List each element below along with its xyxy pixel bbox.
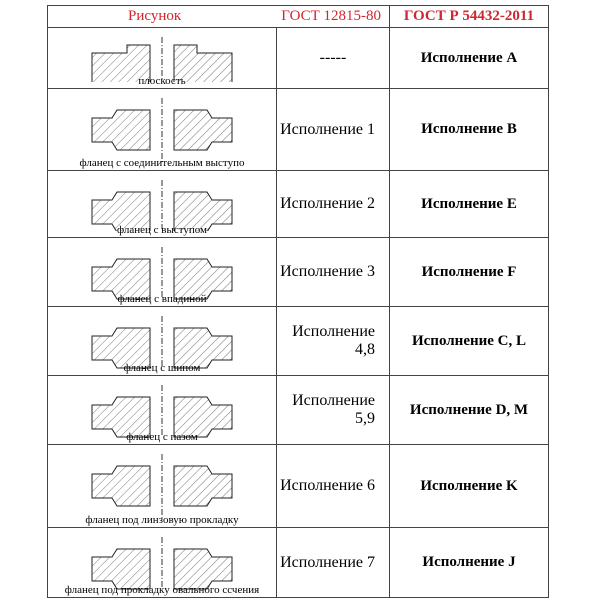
gost-new-value: Исполнение J [389, 527, 549, 598]
figure-cell: фланец с выступом [47, 170, 277, 238]
figure-cell: фланец с шипом [47, 306, 277, 376]
table-row: фланец под прокладку овального ссчения И… [47, 527, 549, 598]
gost-new-value: Исполнение B [389, 88, 549, 171]
figure-cell: фланец под линзовую прокладку [47, 444, 277, 528]
gost-old-value: ----- [276, 27, 390, 89]
flange-drawing [91, 536, 233, 589]
flange-drawing [91, 179, 233, 231]
header-figure: Рисунок [128, 8, 182, 24]
flange-drawing [91, 36, 233, 82]
gost-new-value: Исполнение A [389, 27, 549, 89]
figure-cell: фланец с соединительным выступо [47, 88, 277, 171]
table-row: фланец с пазом Исполнение 5,9 Исполнение… [47, 375, 549, 445]
gost-old-value: Исполнение 5,9 [276, 375, 390, 445]
figure-caption: фланец с выступом [116, 224, 208, 236]
figure-caption: фланец под прокладку овального ссчения [64, 584, 260, 596]
figure-cell: фланец под прокладку овального ссчения [47, 527, 277, 598]
figure-cell: фланец с пазом [47, 375, 277, 445]
header-gost-new: ГОСТ Р 54432-2011 [389, 5, 549, 28]
table-row: фланец с шипом Исполнение 4,8 Исполнение… [47, 306, 549, 376]
figure-caption: фланец под линзовую прокладку [85, 514, 239, 526]
gost-old-value: Исполнение 2 [276, 170, 390, 238]
table-row: фланец с впадиной Исполнение 3 Исполнени… [47, 237, 549, 307]
flange-drawing [91, 315, 233, 368]
gost-old-value: Исполнение 4,8 [276, 306, 390, 376]
gost-new-value: Исполнение F [389, 237, 549, 307]
gost-old-value: Исполнение 6 [276, 444, 390, 528]
gost-old-value: Исполнение 3 [276, 237, 390, 307]
gost-new-value: Исполнение E [389, 170, 549, 238]
table-row: фланец под линзовую прокладку Исполнение… [47, 444, 549, 528]
figure-caption: фланец с шипом [123, 362, 201, 374]
table-row: фланец с соединительным выступо Исполнен… [47, 88, 549, 171]
gost-old-value: Исполнение 1 [276, 88, 390, 171]
table-row: фланец с выступом Исполнение 2 Исполнени… [47, 170, 549, 238]
gost-new-value: Исполнение K [389, 444, 549, 528]
header-left: Рисунок ГОСТ 12815-80 [47, 5, 390, 28]
gost-old-value: Исполнение 7 [276, 527, 390, 598]
flange-drawing [91, 246, 233, 299]
figure-caption: фланец с впадиной [117, 293, 207, 305]
figure-cell: фланец с впадиной [47, 237, 277, 307]
figure-caption: плоскость [138, 75, 186, 87]
flange-drawing [91, 97, 233, 162]
gost-new-value: Исполнение D, M [389, 375, 549, 445]
figure-caption: фланец с соединительным выступо [79, 157, 245, 169]
header-row: Рисунок ГОСТ 12815-80 ГОСТ Р 54432-2011 [47, 5, 549, 28]
figure-cell: плоскость [47, 27, 277, 89]
figure-caption: фланец с пазом [126, 431, 198, 443]
flange-drawing [91, 384, 233, 437]
flange-drawing [91, 453, 233, 519]
table-row: плоскость ----- Исполнение A [47, 27, 549, 89]
header-gost-old: ГОСТ 12815-80 [281, 8, 381, 24]
flange-comparison-table: Рисунок ГОСТ 12815-80 ГОСТ Р 54432-2011 … [47, 5, 549, 598]
gost-new-value: Исполнение C, L [389, 306, 549, 376]
